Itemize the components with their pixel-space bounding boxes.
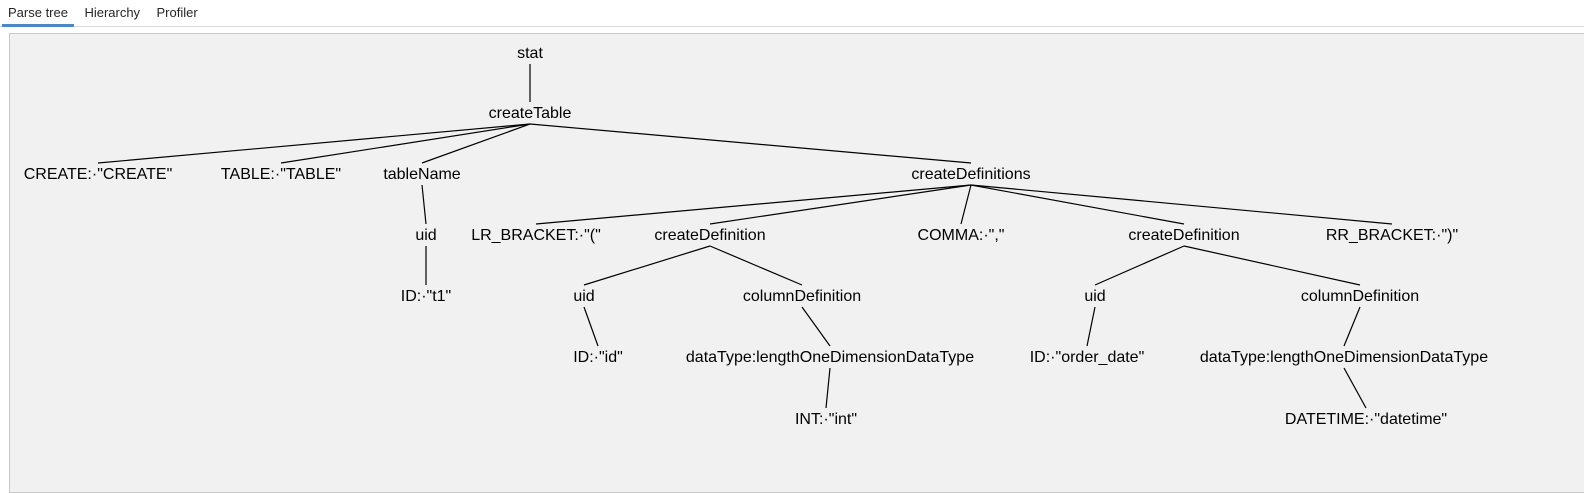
- tree-node-columnDefinition-1[interactable]: columnDefinition: [742, 288, 862, 305]
- tree-node-createDefinition-1[interactable]: createDefinition: [654, 227, 766, 244]
- tree-node-id-id[interactable]: ID:·"id": [573, 349, 623, 366]
- tree-node-uid-2[interactable]: uid: [573, 288, 595, 305]
- tree-node-columnDefinition-2[interactable]: columnDefinition: [1300, 288, 1420, 305]
- tree-node-rr-bracket[interactable]: RR_BRACKET:·")": [1325, 227, 1459, 244]
- tree-node-createTable[interactable]: createTable: [488, 105, 572, 122]
- tree-node-dataType-1[interactable]: dataType:lengthOneDimensionDataType: [685, 349, 975, 366]
- tree-node-lr-bracket[interactable]: LR_BRACKET:·"(": [471, 227, 601, 244]
- tree-node-id-order-date[interactable]: ID:·"order_date": [1029, 349, 1145, 366]
- tree-node-datetime-tok[interactable]: DATETIME:·"datetime": [1284, 411, 1448, 428]
- tree-node-uid-3[interactable]: uid: [1084, 288, 1106, 305]
- tree-node-createDefinition-2[interactable]: createDefinition: [1128, 227, 1240, 244]
- tree-node-stat[interactable]: stat: [517, 45, 543, 62]
- tree-node-createDefinitions[interactable]: createDefinitions: [911, 166, 1031, 183]
- tab-bar: Parse tree Hierarchy Profiler: [0, 0, 1584, 27]
- tree-node-dataType-2[interactable]: dataType:lengthOneDimensionDataType: [1199, 349, 1489, 366]
- tree-node-uid-1[interactable]: uid: [415, 227, 437, 244]
- tree-node-id-t1[interactable]: ID:·"t1": [400, 288, 452, 305]
- tree-node-table-kw[interactable]: TABLE:·"TABLE": [220, 166, 342, 183]
- tab-hierarchy[interactable]: Hierarchy: [84, 5, 141, 20]
- tree-node-comma[interactable]: COMMA:·",": [917, 227, 1005, 244]
- tab-parse-tree[interactable]: Parse tree: [2, 0, 74, 27]
- tree-node-tableName[interactable]: tableName: [383, 166, 461, 183]
- tree-node-int-tok[interactable]: INT:·"int": [794, 411, 858, 428]
- tree-node-create-kw[interactable]: CREATE:·"CREATE": [23, 166, 173, 183]
- tab-profiler[interactable]: Profiler: [156, 5, 198, 20]
